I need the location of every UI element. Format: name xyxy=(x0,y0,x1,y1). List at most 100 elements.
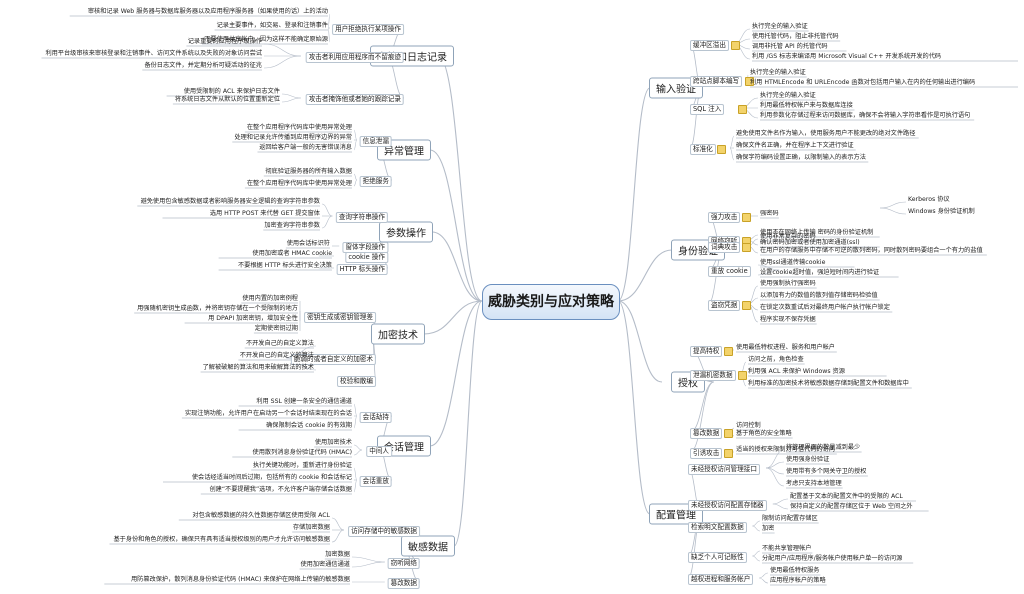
leaf-text: 定期使密钥过期 xyxy=(254,325,298,332)
connector-line xyxy=(752,525,761,532)
leaf-text: 不要使用共享帐户，因为这样不能确定原始源 xyxy=(204,36,328,43)
leaf-text: 基于角色的安全策略 xyxy=(736,430,792,437)
topic-node[interactable]: 盗窃凭据 xyxy=(708,300,741,311)
leaf-text: 适当的授权来限制对可信代码的访问 xyxy=(736,446,835,453)
topic-node[interactable]: 缺乏个人可记帐性 xyxy=(688,552,747,563)
topic-node[interactable]: 拒绝服务 xyxy=(359,176,392,187)
connector-line xyxy=(423,300,483,335)
connector-line xyxy=(772,503,789,510)
leaf-text: 利用平台级审核来审核登录和注销事件、访问文件系统以及失败的对象访问尝试 xyxy=(45,50,262,57)
topic-node[interactable]: cookie 操作 xyxy=(345,252,388,263)
note-icon xyxy=(738,371,747,380)
connector-line xyxy=(353,179,357,187)
leaf-text: 应用程序帐户的策略 xyxy=(770,577,826,584)
topic-node[interactable]: 词典攻击 xyxy=(708,242,741,253)
topic-node[interactable]: 标准化 xyxy=(690,144,716,155)
leaf-text: 使用加密通信通道 xyxy=(300,561,351,568)
connector-line xyxy=(353,449,363,456)
leaf-text: 基于身份和角色的授权，确保只有具有适当授权级别的用户才允许访问敏感数据 xyxy=(113,536,330,543)
topic-node[interactable]: 缓冲区溢出 xyxy=(690,40,729,51)
topic-node[interactable]: 密钥生成或密钥管理差 xyxy=(304,312,376,323)
connector-line xyxy=(752,550,761,557)
leaf-text: 用防篡改保护，散列消息身份验证代码 (HMAC) 来保护在网络上传输的敏感数据 xyxy=(130,576,350,583)
branch-node[interactable]: 加密技术 xyxy=(371,323,425,345)
leaf-text: 备份日志文件，并定期分析可疑活动的征兆 xyxy=(144,62,262,69)
connector-line xyxy=(879,207,907,215)
connector-line xyxy=(353,403,358,417)
leaf-text: 考虑只支持本地管理 xyxy=(786,480,842,487)
leaf-text: 使用受限制的 ACL 来保护日志文件 xyxy=(183,88,280,95)
leaf-text: 对包含敏感数据的持久性数据存储区使用受限 ACL xyxy=(192,512,330,519)
central-topic[interactable]: 威胁类别与应对策略 xyxy=(482,284,620,320)
connector-line xyxy=(353,479,358,493)
branch-node[interactable]: 参数操作 xyxy=(379,221,433,243)
topic-node[interactable]: 未经授权访问配置存储器 xyxy=(688,500,767,511)
connector-line xyxy=(689,381,715,453)
leaf-text: 了解被破解的算法和用来破解算法的技术 xyxy=(202,364,314,371)
topic-node[interactable]: 访问存储中的敏感数据 xyxy=(348,526,420,537)
leaf-text: 限制访问配置存储区 xyxy=(762,515,818,522)
leaf-text: 将管理界面的数量减到最少 xyxy=(786,444,861,451)
topic-node[interactable]: 会话劫持 xyxy=(359,412,392,423)
connector-line xyxy=(765,449,785,469)
leaf-text: 访问之前，角色检查 xyxy=(748,356,804,363)
topic-node[interactable]: 校验和散编 xyxy=(337,376,376,387)
topic-node[interactable]: 越权进程和服务帐户 xyxy=(688,574,754,585)
connector-line xyxy=(759,572,769,579)
topic-node[interactable]: 窃听网络 xyxy=(387,558,420,569)
connector-line xyxy=(321,215,333,229)
leaf-text: Kerberos 协议 xyxy=(908,196,950,203)
topic-node[interactable]: 攻击者利用应用程序而不留痕迹 xyxy=(305,52,404,63)
connector-line xyxy=(353,467,358,481)
topic-node[interactable]: 中间人 xyxy=(366,446,392,457)
leaf-text: 选用 HTTP POST 来代替 GET 提交窗体 xyxy=(209,210,320,217)
topic-node[interactable]: HTTP 标头操作 xyxy=(336,264,388,275)
branch-node[interactable]: 敏感数据 xyxy=(401,535,455,557)
leaf-text: 不要根据 HTTP 标头进行安全决策 xyxy=(237,262,332,269)
topic-node[interactable]: 篡改数据 xyxy=(387,578,420,589)
topic-node[interactable]: 引诱攻击 xyxy=(690,448,723,459)
leaf-text: 利用 /GS 标志来编译用 Microsoft Visual C++ 开发系统开… xyxy=(752,53,942,60)
topic-node[interactable]: 提高特权 xyxy=(690,346,723,357)
connector-line xyxy=(327,27,331,43)
topic-node[interactable]: 重放 cookie xyxy=(708,266,751,277)
connector-line xyxy=(281,97,301,103)
connector-line xyxy=(453,300,483,547)
connector-line xyxy=(353,129,358,141)
leaf-text: 程序实现不保存凭据 xyxy=(760,316,816,323)
topic-node[interactable]: 攻击者掩饰他或者她的跟踪记录 xyxy=(305,94,404,105)
topic-node[interactable]: 信息泄漏 xyxy=(359,136,392,147)
connector-line xyxy=(729,135,735,149)
branch-node[interactable]: 输入验证 xyxy=(649,77,703,99)
topic-node[interactable]: 用户拒绝执行某项操作 xyxy=(332,24,404,35)
topic-node[interactable]: 跨站点脚本编写 xyxy=(690,76,743,87)
leaf-text: 记录重要的应用程序级操作 xyxy=(187,38,262,45)
leaf-text: 配置基于文本的配置文件中的受限的 ACL xyxy=(790,493,903,500)
leaf-text: 使用托管代码，阻止非托管代码 xyxy=(752,33,839,40)
topic-node[interactable]: 未经授权访问管理接口 xyxy=(688,464,760,475)
connector-line xyxy=(331,517,345,531)
topic-node[interactable]: 查询字符串操作 xyxy=(335,212,388,223)
leaf-text: 执行完全的输入验证 xyxy=(760,92,816,99)
leaf-text: 使用最低特权服务 xyxy=(770,567,820,574)
connector-line xyxy=(729,147,735,161)
topic-node[interactable]: 泄漏机密数据 xyxy=(690,370,736,381)
topic-node[interactable]: 强力攻击 xyxy=(708,212,741,223)
connector-line xyxy=(353,444,363,451)
leaf-text: 使用ssl通道传输cookie xyxy=(760,259,826,266)
connector-line xyxy=(765,467,785,487)
leaf-text: 确保字符编码设置正确，以限制输入的表示方法 xyxy=(736,154,866,161)
note-icon xyxy=(742,301,751,310)
topic-node[interactable]: SQL 注入 xyxy=(690,104,725,115)
leaf-text: 使用最低特权进程、服务和用户帐户 xyxy=(736,344,835,351)
connector-line xyxy=(263,43,301,57)
topic-node[interactable]: 会话重放 xyxy=(359,476,392,487)
leaf-text: 分配用户/应用程序/服务帐户使用帐户单一的访问源 xyxy=(762,555,903,562)
note-icon xyxy=(742,243,751,252)
leaf-text: 利用标准的加密技术将敏感数据存储到配置文件和数据库中 xyxy=(748,380,909,387)
topic-node[interactable]: 检索明文配置数据 xyxy=(688,522,747,533)
leaf-text: 避免使用文件名作为输入，使用服务用户不能更改的绝对文件路径 xyxy=(736,130,916,137)
topic-node[interactable]: 篡改数据 xyxy=(690,428,723,439)
leaf-text: 强密码 xyxy=(760,210,779,217)
topic-node[interactable]: 脆弱的或者自定义的加密术 xyxy=(290,354,376,365)
